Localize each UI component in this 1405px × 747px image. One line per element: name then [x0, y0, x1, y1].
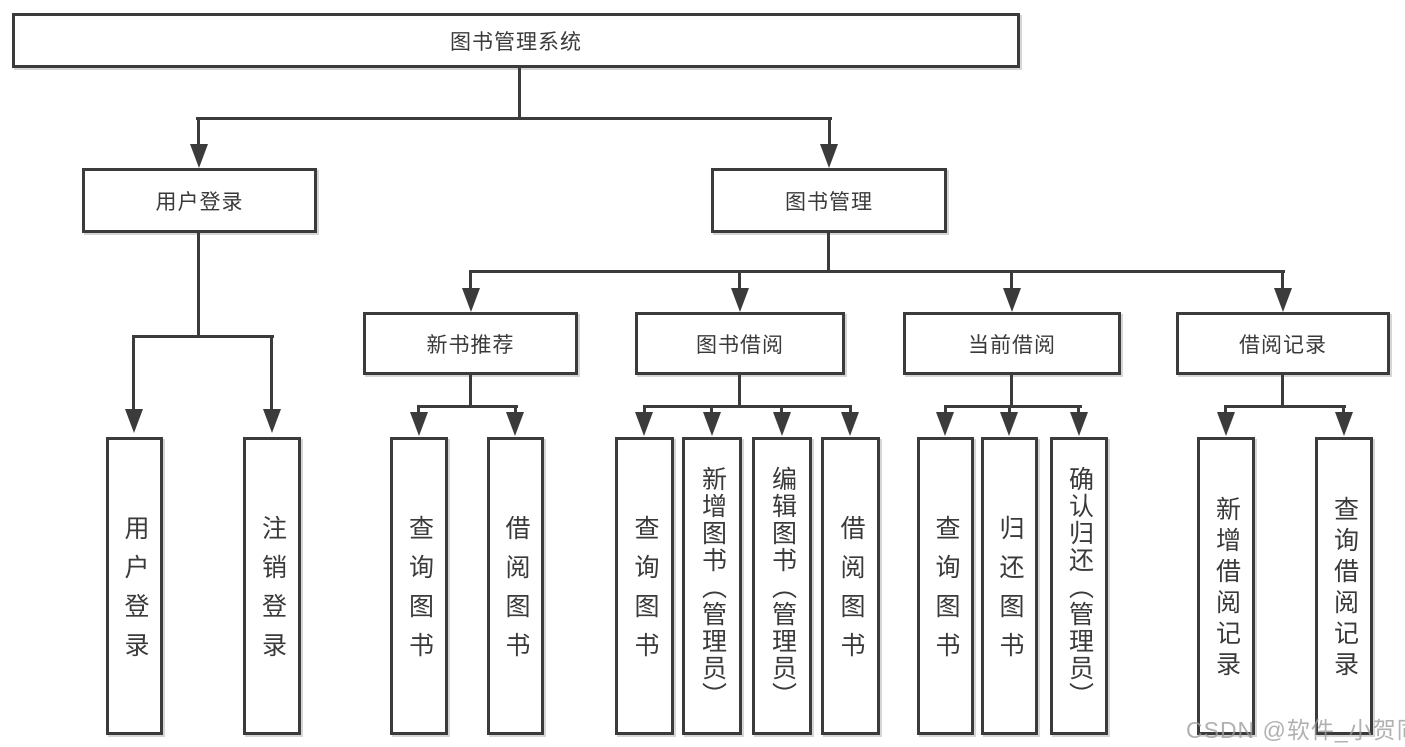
leaf-confirm-return-admin: 确认归还（管理员）: [1050, 437, 1108, 735]
edge-to-leaf-confirm-return-shaft: [1077, 405, 1080, 415]
edge-to-leaf-query-books-1-shaft: [417, 405, 420, 415]
leaf-label: 确认归还（管理员）: [1065, 465, 1094, 709]
edge-to-leaf-borrow-books-2-shaft: [849, 405, 852, 415]
edge-user-login-stem: [197, 233, 200, 338]
leaf-query-books-current: 查询图书: [917, 437, 974, 735]
arrowhead-to-leaf-add-record: [1217, 412, 1235, 436]
edge-book-borrowing-stem: [738, 375, 741, 408]
node-label: 图书管理: [785, 190, 873, 214]
leaf-label: 查询图书: [932, 515, 960, 671]
edge-to-leaf-add-record-shaft: [1224, 405, 1227, 415]
edge-borrowing-records-stem: [1281, 375, 1284, 408]
arrowhead-to-leaf-borrow-books-2: [841, 412, 859, 436]
edge-to-leaf-query-books-3-shaft: [944, 405, 947, 415]
node-user-login: 用户登录: [82, 168, 317, 233]
arrowhead-to-leaf-confirm-return: [1070, 412, 1088, 436]
leaf-label: 查询图书: [631, 515, 659, 671]
node-new-book-recommend: 新书推荐: [363, 312, 578, 375]
edge-to-leaf-borrow-books-1-shaft: [514, 405, 517, 415]
leaf-label: 注销登录: [258, 515, 287, 671]
edge-current-borrowing-stem: [1010, 375, 1013, 408]
leaf-query-books-recommend: 查询图书: [390, 437, 448, 735]
leaf-label: 查询借阅记录: [1330, 496, 1359, 682]
leaf-user-login: 用户登录: [106, 437, 163, 735]
leaf-label: 借阅图书: [837, 515, 865, 671]
arrowhead-to-current-borrowing: [1003, 288, 1021, 312]
arrowhead-to-book-management: [820, 144, 838, 168]
leaf-label: 借阅图书: [502, 515, 530, 671]
node-label: 用户登录: [155, 190, 244, 214]
arrowhead-to-leaf-logout: [263, 409, 281, 433]
edge-new-book-stem: [469, 375, 472, 408]
leaf-query-borrow-record: 查询借阅记录: [1315, 437, 1373, 735]
edge-book-borrowing-rail: [644, 405, 852, 408]
edge-to-current-borrowing-shaft: [1010, 270, 1013, 290]
node-library-system: 图书管理系统: [12, 13, 1020, 68]
node-label: 当前借阅: [968, 333, 1056, 357]
edge-root-stem: [518, 67, 521, 120]
node-current-borrowing: 当前借阅: [903, 312, 1121, 375]
edge-to-leaf-query-books-2-shaft: [643, 405, 646, 415]
leaf-logout: 注销登录: [243, 437, 301, 735]
arrowhead-to-leaf-query-books-2: [635, 412, 653, 436]
arrowhead-to-leaf-query-books-3: [936, 412, 954, 436]
edge-to-leaf-logout-shaft: [270, 335, 273, 412]
edge-root-rail: [196, 117, 832, 120]
edge-to-book-management-shaft: [828, 117, 831, 147]
edge-book-management-rail: [469, 270, 1285, 273]
leaf-label: 用户登录: [121, 515, 149, 671]
leaf-query-books-borrowing: 查询图书: [615, 437, 674, 735]
arrowhead-to-leaf-borrow-books-1: [506, 412, 524, 436]
arrowhead-to-leaf-user-login: [125, 409, 143, 433]
edge-to-leaf-edit-books-shaft: [780, 405, 783, 415]
leaf-edit-books-admin: 编辑图书（管理员）: [752, 437, 812, 735]
node-borrowing-records: 借阅记录: [1176, 312, 1390, 375]
edge-to-borrowing-records-shaft: [1281, 270, 1284, 290]
leaf-label: 归还图书: [996, 515, 1024, 671]
leaf-label: 新增图书（管理员）: [698, 465, 727, 709]
edge-to-book-borrowing-shaft: [738, 270, 741, 290]
node-label: 新书推荐: [426, 333, 515, 357]
edge-to-leaf-return-books-shaft: [1008, 405, 1011, 415]
node-label: 图书借阅: [696, 333, 784, 357]
edge-user-login-rail: [132, 335, 274, 338]
arrowhead-to-leaf-query-books-1: [410, 412, 428, 436]
edge-to-leaf-user-login-shaft: [132, 335, 135, 412]
leaf-label: 编辑图书（管理员）: [768, 465, 797, 709]
arrowhead-to-borrowing-records: [1274, 288, 1292, 312]
arrowhead-to-leaf-edit-books: [773, 412, 791, 436]
node-book-borrowing: 图书借阅: [635, 312, 845, 375]
arrowhead-to-leaf-return-books: [1000, 412, 1018, 436]
leaf-add-books-admin: 新增图书（管理员）: [682, 437, 742, 735]
edge-current-borrowing-rail: [944, 405, 1082, 408]
arrowhead-to-new-book: [462, 288, 480, 312]
edge-to-user-login-shaft: [197, 117, 200, 147]
leaf-borrow-books-recommend: 借阅图书: [487, 437, 544, 735]
node-label: 借阅记录: [1239, 333, 1327, 357]
csdn-watermark: CSDN @软件_小贺同学: [1186, 717, 1405, 743]
arrowhead-to-user-login: [190, 144, 208, 168]
edge-book-management-stem: [827, 233, 830, 273]
arrowhead-to-leaf-add-books: [703, 412, 721, 436]
node-label: 图书管理系统: [450, 30, 582, 54]
leaf-add-borrow-record: 新增借阅记录: [1197, 437, 1255, 735]
edge-to-leaf-add-books-shaft: [710, 405, 713, 415]
leaf-return-books: 归还图书: [981, 437, 1038, 735]
edge-to-new-book-shaft: [469, 270, 472, 290]
arrowhead-to-leaf-query-record: [1335, 412, 1353, 436]
leaf-borrow-books-borrowing: 借阅图书: [821, 437, 880, 735]
edge-to-leaf-query-record-shaft: [1342, 405, 1345, 415]
arrowhead-to-book-borrowing: [731, 288, 749, 312]
leaf-label: 查询图书: [405, 515, 434, 671]
edge-borrowing-records-rail: [1225, 405, 1346, 408]
node-book-management: 图书管理: [711, 168, 947, 233]
leaf-label: 新增借阅记录: [1212, 496, 1241, 682]
edge-new-book-rail: [418, 405, 518, 408]
